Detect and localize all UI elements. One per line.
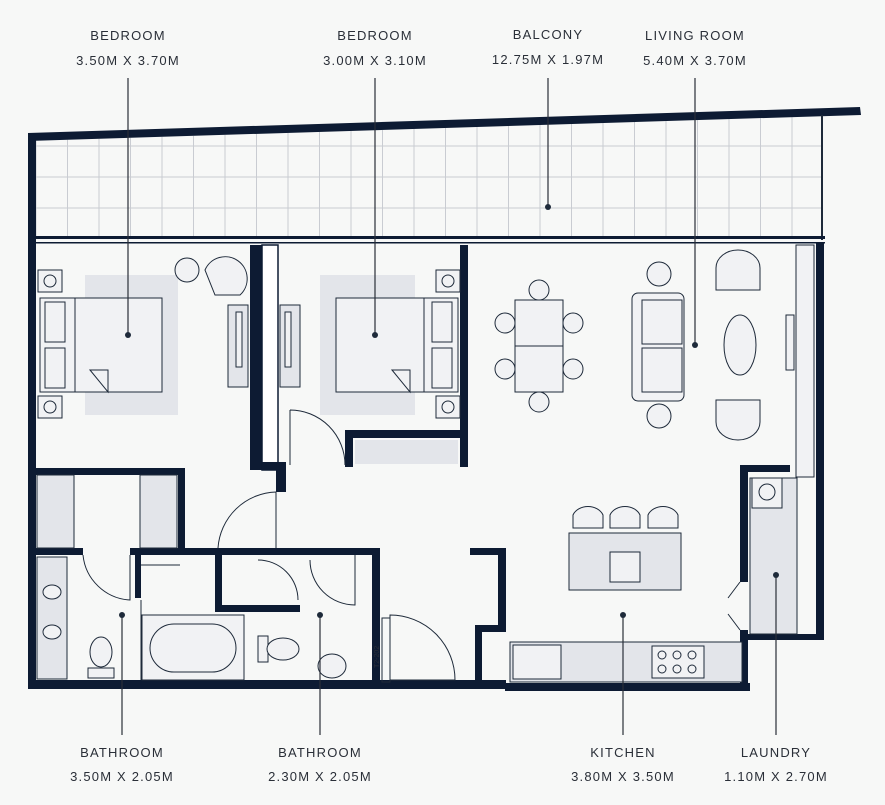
doors bbox=[82, 409, 741, 683]
bedroom1-furniture bbox=[37, 256, 249, 419]
bathroom1-name: BATHROOM bbox=[80, 745, 164, 760]
kitchen-name: KITCHEN bbox=[590, 745, 655, 760]
balcony-name: BALCONY bbox=[513, 27, 584, 42]
living-name: LIVING ROOM bbox=[645, 28, 745, 43]
living-size: 5.40M X 3.70M bbox=[643, 53, 747, 68]
leader-lines bbox=[119, 78, 779, 735]
laundry-name: LAUNDRY bbox=[741, 745, 811, 760]
bathroom1-size: 3.50M X 2.05M bbox=[70, 769, 174, 784]
balcony-tiles bbox=[35, 117, 822, 236]
bedroom2-furniture bbox=[279, 269, 461, 419]
laundry-size: 1.10M X 2.70M bbox=[724, 769, 828, 784]
kitchen-size: 3.80M X 3.50M bbox=[571, 769, 675, 784]
kitchen-furniture bbox=[509, 477, 798, 683]
bathroom2-size: 2.30M X 2.05M bbox=[268, 769, 372, 784]
living-furniture bbox=[494, 244, 815, 478]
walls bbox=[28, 107, 861, 691]
balcony-size: 12.75M X 1.97M bbox=[492, 52, 604, 67]
bathroom-furniture bbox=[36, 474, 347, 681]
bedroom2-size: 3.00M X 3.10M bbox=[323, 53, 427, 68]
bedroom1-size: 3.50M X 3.70M bbox=[76, 53, 180, 68]
bedroom2-name: BEDROOM bbox=[337, 28, 413, 43]
unit-tag: T2-202 bbox=[374, 646, 381, 668]
bedroom1-name: BEDROOM bbox=[90, 28, 166, 43]
bathroom2-name: BATHROOM bbox=[278, 745, 362, 760]
